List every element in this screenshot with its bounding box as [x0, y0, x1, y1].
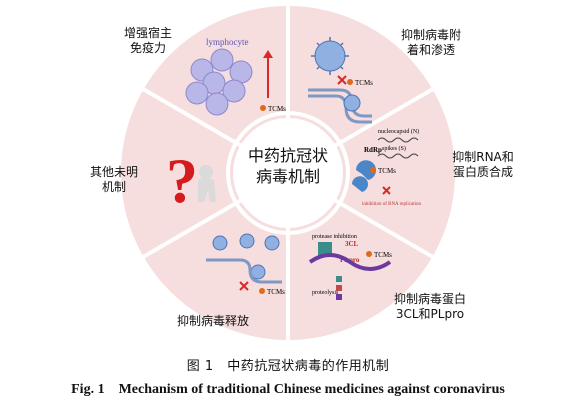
- rdrp-label: RdRp: [364, 146, 382, 154]
- tcms-label: TCMs: [378, 167, 396, 175]
- tcms-dot-icon: [366, 251, 372, 257]
- center-circle: [233, 118, 343, 228]
- label-inhibit-attachment: 抑制病毒附 着和渗透: [400, 28, 461, 57]
- label-enhance-immunity: 增强宿主 免疫力: [123, 26, 172, 55]
- tcms-label: TCMs: [267, 288, 285, 296]
- label-inhibit-protease: 抑制病毒蛋白 3CL和PLpro: [393, 292, 466, 321]
- tcms-label: TCMs: [374, 251, 392, 259]
- thinking-figure-icon: [198, 165, 216, 202]
- label-inhibit-rna-protein: 抑制RNA和 蛋白质合成: [452, 150, 514, 179]
- tcms-dot-icon: [347, 79, 353, 85]
- tcms-dot-icon: [259, 288, 265, 294]
- membrane-exit-icon: [206, 258, 282, 284]
- tcms-dot-icon: [370, 167, 376, 173]
- block-cross-icon: [239, 281, 249, 291]
- coronavirus-icon: [311, 37, 349, 75]
- tcms-label: TCMs: [268, 105, 286, 113]
- rna-inhibition-label: inhibition of RNA replication: [362, 202, 422, 207]
- block-cross-icon: [337, 75, 347, 85]
- virus-in-vesicle-icon: [343, 94, 361, 112]
- rna-strand-icon: [377, 137, 419, 143]
- proteolysis-label: proteolysis: [312, 290, 339, 296]
- protease-inhibition-label: protease inhibition: [312, 234, 357, 240]
- lymphocyte-label: lymphocyte: [206, 37, 249, 47]
- spikes-label: spikes (S): [382, 145, 406, 152]
- lymphocyte-cluster-icon: [185, 48, 253, 116]
- tcms-dot-icon: [260, 105, 266, 111]
- increase-arrow-icon: [263, 50, 273, 98]
- caption-english: Fig. 1 Mechanism of traditional Chinese …: [71, 382, 505, 397]
- question-mark-icon: ?: [166, 145, 198, 216]
- label-inhibit-release: 抑制病毒释放: [176, 314, 249, 328]
- center-title: 中药抗冠状 病毒机制: [247, 146, 328, 186]
- ribosome-icon: [352, 176, 368, 192]
- polyprotein-strand-icon: [308, 253, 392, 271]
- rna-strand-icon: [377, 153, 419, 159]
- center-circle-border: [226, 111, 350, 235]
- virus-release-icon: [212, 233, 280, 280]
- 3cl-label: 3CL: [345, 240, 359, 248]
- block-cross-icon: [382, 186, 391, 195]
- rdrp-enzyme-icon: [356, 160, 376, 180]
- label-unknown-mechanism: 其他未明 机制: [89, 165, 138, 194]
- segment-dividers: [141, 4, 435, 342]
- tcms-label: TCMs: [355, 79, 373, 87]
- protein-chain-icon: [318, 242, 332, 256]
- nucleocapsid-label: nucleocapsid (N): [378, 128, 419, 135]
- cleaved-peptides-icon: [336, 276, 342, 300]
- caption-chinese: 图 1 中药抗冠状病毒的作用机制: [186, 359, 390, 374]
